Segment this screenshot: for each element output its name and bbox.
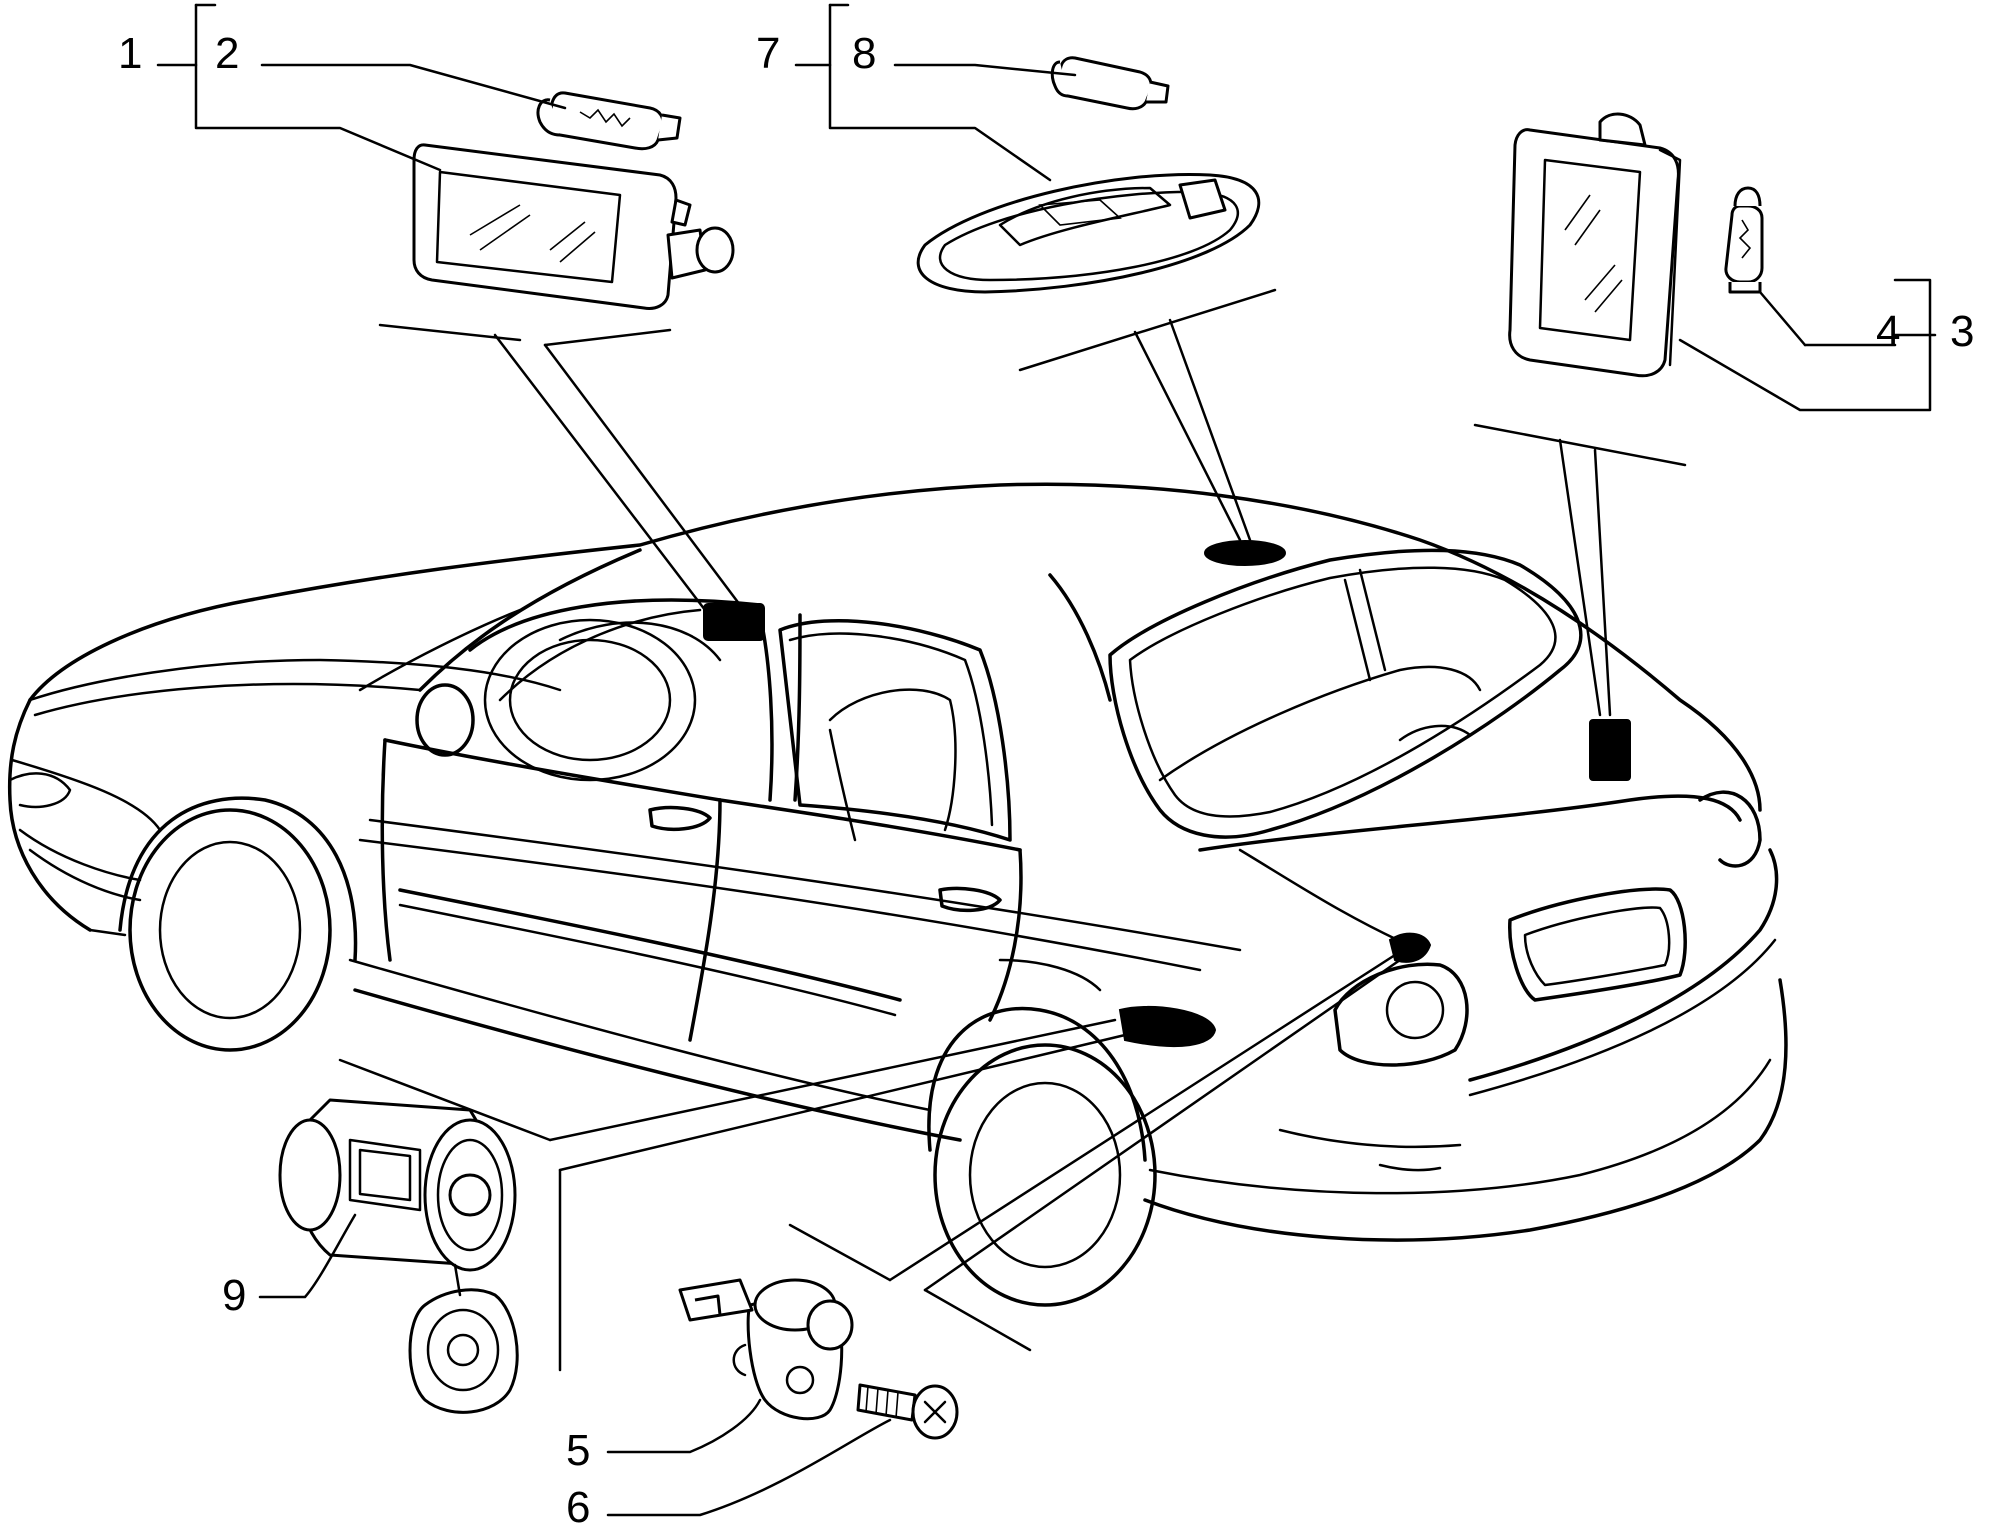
callout-7: 7: [756, 29, 780, 78]
part-front-courtesy-lamp: [412, 143, 735, 310]
front-interior-light-location: [703, 603, 765, 641]
callout-6: 6: [566, 1483, 590, 1523]
roof-light-location: [1204, 540, 1286, 566]
switch-location: [1388, 932, 1432, 963]
part-bulb-2: [536, 91, 682, 151]
callout-3: 3: [1950, 307, 1974, 356]
part-screw: [856, 1383, 959, 1440]
callout-2: 2: [215, 29, 239, 78]
part-bulb-4: [1724, 186, 1764, 294]
callout-1: 1: [118, 29, 142, 78]
callout-8: 8: [852, 29, 876, 78]
part-roof-lamp: [916, 172, 1261, 294]
part-lighter: [278, 1098, 519, 1414]
part-door-switch: [678, 1278, 854, 1421]
lighter-location: [1118, 1005, 1217, 1048]
callout-5: 5: [566, 1426, 590, 1475]
part-bulb-8: [1050, 56, 1170, 111]
leader-lines: [156, 3, 1937, 1517]
part-trunk-lamp: [1508, 112, 1682, 378]
callout-4: 4: [1876, 307, 1900, 356]
callout-9: 9: [222, 1271, 246, 1320]
car-illustration: [7, 482, 1788, 1307]
trunk-light-location: [1589, 719, 1631, 781]
